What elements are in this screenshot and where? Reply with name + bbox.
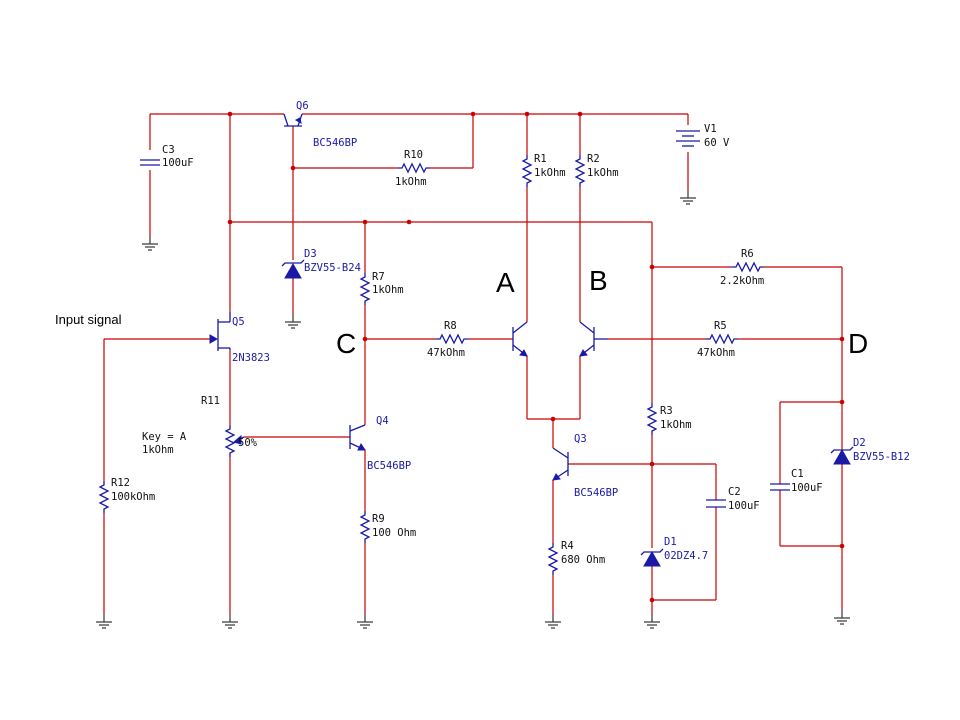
r2-value: 1kOhm [587, 167, 619, 179]
v1-ref: V1 [704, 123, 717, 135]
r12-value: 100kOhm [111, 491, 155, 503]
q3-emitter-arrow [552, 473, 561, 481]
d3-ref: D3 [304, 248, 317, 260]
zener-d3 [281, 259, 305, 279]
wires [103, 113, 843, 614]
c2-value: 100uF [728, 500, 760, 512]
r9-ref: R9 [372, 513, 385, 525]
ground-symbols [95, 189, 851, 629]
capacitor-symbol-c2 [706, 499, 726, 508]
r6-value: 2.2kOhm [720, 275, 764, 287]
r6-ref: R6 [741, 248, 754, 260]
resistor-symbols [99, 154, 765, 576]
r10-value: 1kOhm [395, 176, 427, 188]
q4-model: BC546BP [367, 460, 411, 472]
capacitor-symbol-c3 [140, 159, 160, 166]
r5-ref: R5 [714, 320, 727, 332]
r5-value: 47kOhm [697, 347, 735, 359]
r3-ref: R3 [660, 405, 673, 417]
q3-ref: Q3 [574, 433, 587, 445]
d1-model: 02DZ4.7 [664, 550, 708, 562]
d1-ref: D1 [664, 536, 677, 548]
node-label-d: D [848, 328, 868, 359]
q5-ref: Q5 [232, 316, 245, 328]
r8-value: 47kOhm [427, 347, 465, 359]
q5-model: 2N3823 [232, 352, 270, 364]
potentiometer-wiper [232, 434, 245, 445]
q6-model: BC546BP [313, 137, 357, 149]
r11-percent: 50% [238, 437, 258, 449]
r12-ref: R12 [111, 477, 130, 489]
r11-key: Key = A [142, 431, 187, 443]
c3-ref: C3 [162, 144, 175, 156]
d3-model: BZV55-B24 [304, 262, 361, 274]
r8-ref: R8 [444, 320, 457, 332]
r1-ref: R1 [534, 153, 547, 165]
q6-emitter-arrow [294, 117, 302, 125]
input-signal-label: Input signal [55, 312, 122, 327]
q4-ref: Q4 [376, 415, 389, 427]
q5-gate-arrow [209, 334, 219, 344]
d2-ref: D2 [853, 437, 866, 449]
r11-ref: R11 [201, 395, 220, 407]
q4-emitter-arrow [357, 443, 366, 451]
d2-model: BZV55-B12 [853, 451, 910, 463]
right-pair-emitter-arrow [579, 349, 588, 357]
c1-ref: C1 [791, 468, 804, 480]
node-label-b: B [589, 265, 608, 296]
zener-d1 [640, 548, 664, 567]
junction-dots [227, 111, 845, 603]
battery-symbol [676, 130, 700, 147]
c3-value: 100uF [162, 157, 194, 169]
r4-value: 680 Ohm [561, 554, 605, 566]
q3-model: BC546BP [574, 487, 618, 499]
node-label-c: C [336, 328, 356, 359]
r7-value: 1kOhm [372, 284, 404, 296]
zener-d2 [830, 446, 854, 465]
capacitor-symbol-c1 [770, 483, 790, 491]
r11-value: 1kOhm [142, 444, 174, 456]
r2-ref: R2 [587, 153, 600, 165]
r4-ref: R4 [561, 540, 574, 552]
node-label-a: A [496, 267, 515, 298]
transistor-q5 [217, 312, 231, 351]
q6-ref: Q6 [296, 100, 309, 112]
c1-value: 100uF [791, 482, 823, 494]
r3-value: 1kOhm [660, 419, 692, 431]
r1-value: 1kOhm [534, 167, 566, 179]
c2-ref: C2 [728, 486, 741, 498]
v1-value: 60 V [704, 137, 730, 149]
r9-value: 100 Ohm [372, 527, 416, 539]
r7-ref: R7 [372, 271, 385, 283]
r10-ref: R10 [404, 149, 423, 161]
left-pair-emitter-arrow [519, 349, 528, 357]
